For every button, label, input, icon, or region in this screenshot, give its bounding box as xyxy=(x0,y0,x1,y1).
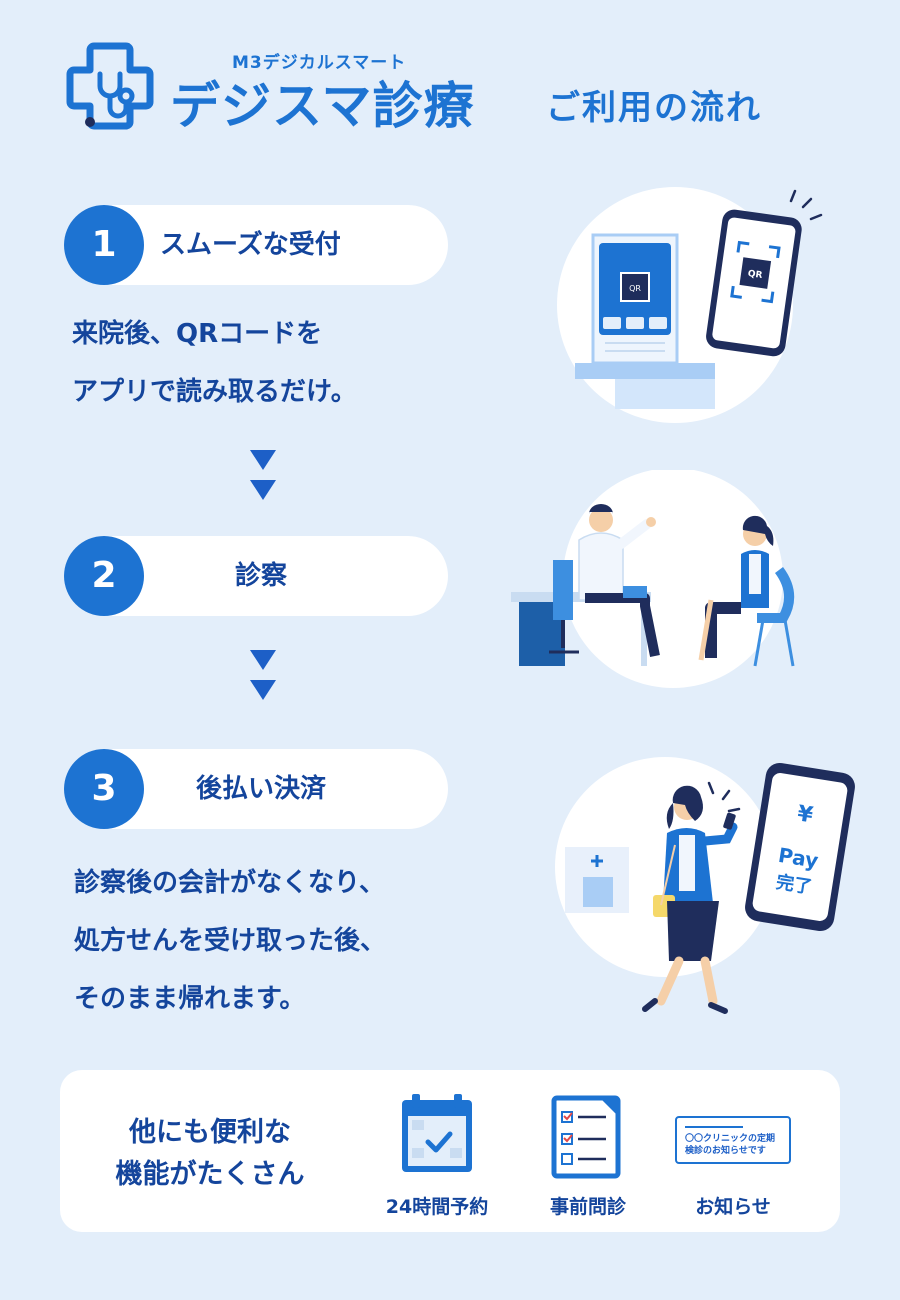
arrow-down-icon xyxy=(250,680,276,700)
feature-label-questionnaire: 事前問診 xyxy=(549,1196,626,1218)
notice-card-icon: 〇〇クリニックの定期 検診のお知らせです xyxy=(675,1116,791,1164)
step-arrow-down xyxy=(250,650,276,710)
step-1-pill: 1 スムーズな受付 xyxy=(64,205,448,285)
notice-text-line: 〇〇クリニックの定期 xyxy=(685,1134,776,1144)
feature-label-notification: お知らせ xyxy=(695,1196,771,1218)
step-arrow-down xyxy=(250,450,276,510)
logo-title: デジスマ診療 xyxy=(170,77,475,135)
page-title: ご利用の流れ xyxy=(546,88,762,128)
step-2-pill: 2 診察 xyxy=(64,536,448,616)
features-title: 他にも便利な 機能がたくさん xyxy=(80,1112,340,1196)
step-1-desc-line: 来院後、QRコードを xyxy=(72,319,323,349)
step-2-number: 2 xyxy=(64,536,144,616)
checklist-icon xyxy=(551,1095,621,1179)
qr-reception-illustration: QR QR xyxy=(557,187,823,423)
kiosk-qr-label: QR xyxy=(629,284,641,293)
feature-label-reservation: 24時間予約 xyxy=(385,1196,489,1218)
features-title-line: 機能がたくさん xyxy=(115,1159,305,1190)
notice-text-line: 検診のお知らせです xyxy=(685,1146,766,1156)
phone-qr-label: QR xyxy=(747,269,763,281)
step-3-desc-line: 診察後の会計がなくなり、 xyxy=(74,868,385,898)
arrow-down-icon xyxy=(250,650,276,670)
step-3-pill: 3 後払い決済 xyxy=(64,749,448,829)
step-3-desc-line: そのまま帰れます。 xyxy=(74,984,306,1014)
step-1-title: スムーズな受付 xyxy=(160,230,341,260)
arrow-down-icon xyxy=(250,480,276,500)
step-1-desc-line: アプリで読み取るだけ。 xyxy=(72,377,357,407)
step-3-description: 診察後の会計がなくなり、 処方せんを受け取った後、 そのまま帰れます。 xyxy=(74,854,386,1028)
arrow-down-icon xyxy=(250,450,276,470)
payment-illustration: ¥ Pay 完了 xyxy=(555,757,855,1014)
step-3-desc-line: 処方せんを受け取った後、 xyxy=(74,926,387,956)
logo-subtitle: M3デジカルスマート xyxy=(232,53,407,73)
step-3-title: 後払い決済 xyxy=(195,774,326,804)
notice-line xyxy=(685,1126,743,1128)
consultation-illustration xyxy=(511,470,795,688)
medical-cross-logo-icon xyxy=(66,42,154,130)
calendar-icon xyxy=(402,1094,472,1172)
yen-icon: ¥ xyxy=(796,801,816,828)
step-1-number: 1 xyxy=(64,205,144,285)
step-2-title: 診察 xyxy=(234,561,287,591)
features-title-line: 他にも便利な xyxy=(129,1117,291,1148)
step-3-number: 3 xyxy=(64,749,144,829)
step-1-description: 来院後、QRコードを アプリで読み取るだけ。 xyxy=(72,305,357,421)
